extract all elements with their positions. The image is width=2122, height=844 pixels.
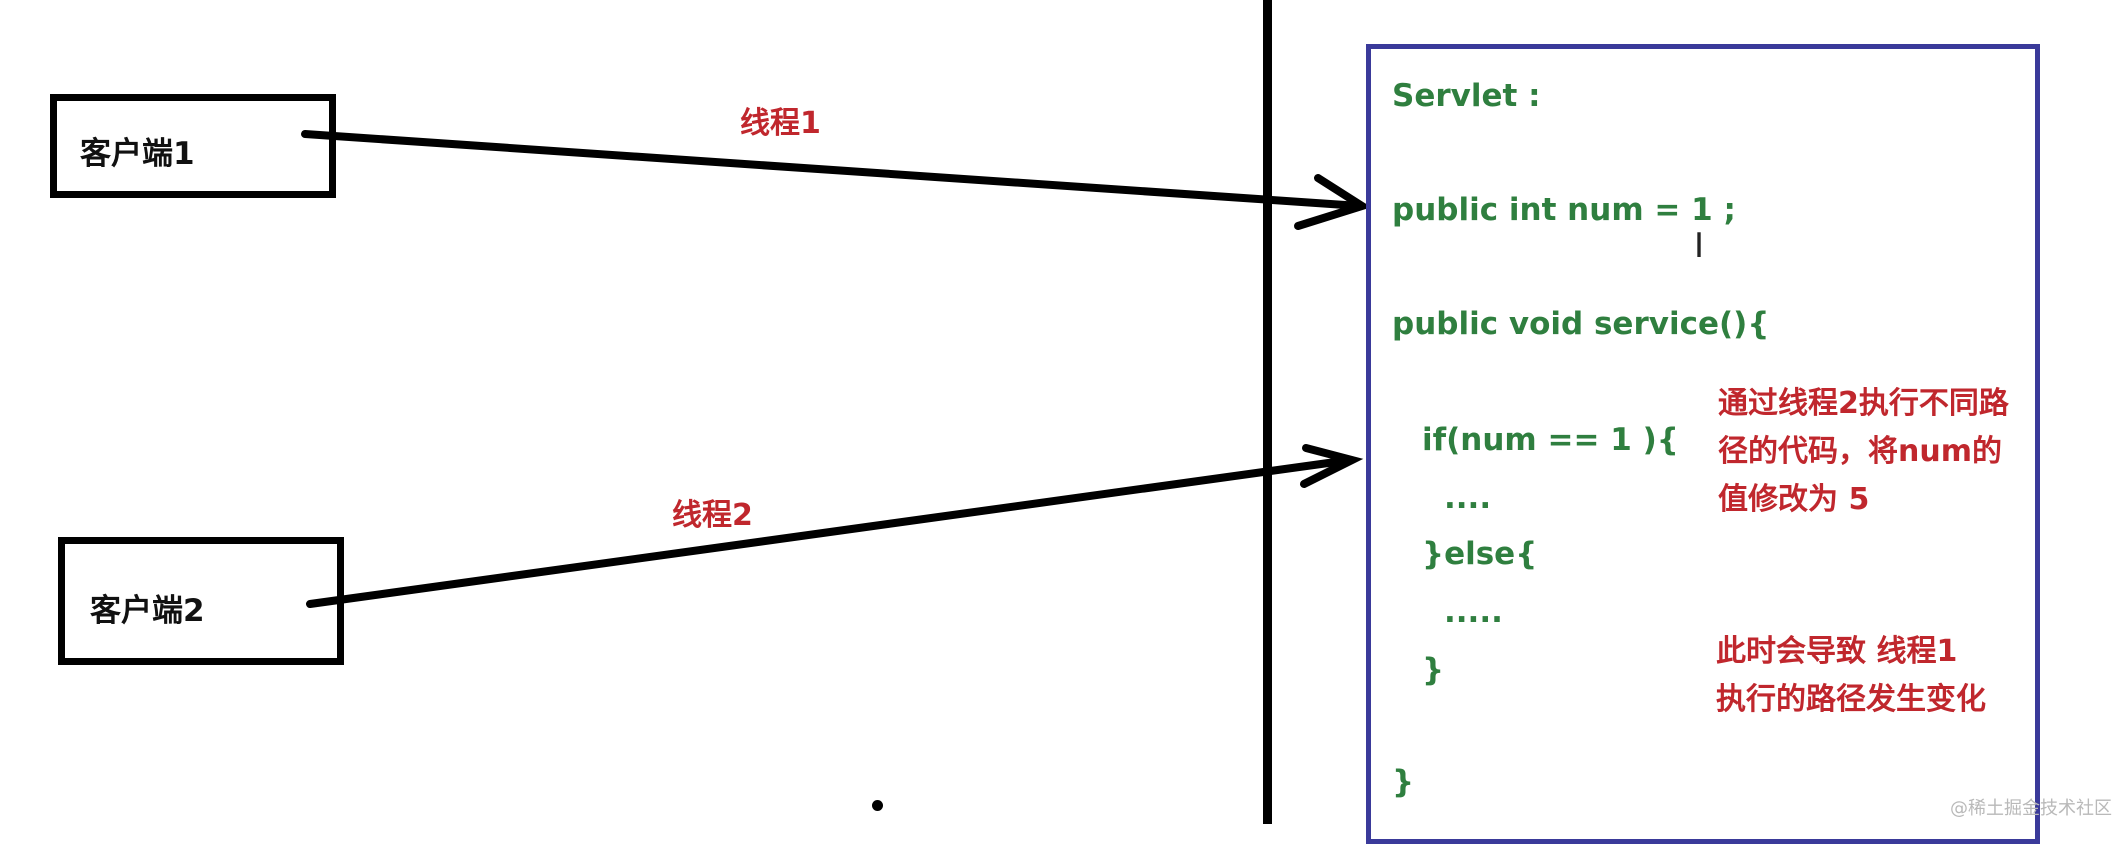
servlet-close-inner: }	[1422, 652, 1445, 688]
note2: 此时会导致 线程1 执行的路径发生变化	[1716, 628, 1986, 724]
client1-label: 客户端1	[80, 136, 195, 172]
text-cursor-icon: I	[1694, 226, 1705, 266]
thread2-arrow-line	[306, 456, 1354, 608]
servlet-close-outer: }	[1392, 764, 1415, 800]
servlet-dots1: ....	[1444, 480, 1492, 516]
client2-box	[58, 537, 344, 665]
servlet-dots2: .....	[1444, 594, 1503, 630]
thread-arrows	[301, 130, 1372, 608]
servlet-title: Servlet :	[1392, 78, 1541, 114]
thread1-arrow-head	[1294, 174, 1372, 230]
note1-line3: 值修改为 5	[1718, 482, 1870, 517]
note1-line1: 通过线程2执行不同路	[1718, 386, 2009, 421]
servlet-box	[1366, 44, 2040, 844]
thread2-label: 线程2	[672, 498, 753, 533]
note1-line2: 径的代码，将num的	[1718, 434, 2002, 469]
thread1-label: 线程1	[740, 106, 821, 141]
servlet-else-line: }else{	[1422, 536, 1538, 572]
thread1-arrow-line	[301, 130, 1364, 210]
client1-box	[50, 94, 336, 198]
note2-line2: 执行的路径发生变化	[1716, 682, 1986, 717]
note1: 通过线程2执行不同路 径的代码，将num的 值修改为 5	[1718, 380, 2009, 524]
note2-line1: 此时会导致 线程1	[1716, 634, 1958, 669]
server-divider-line	[1263, 0, 1272, 824]
servlet-field-line: public int num = 1 ;	[1392, 192, 1736, 228]
client2-label: 客户端2	[90, 593, 205, 629]
servlet-if-line: if(num == 1 ){	[1422, 422, 1679, 458]
watermark: @稀土掘金技术社区	[1950, 798, 2112, 819]
thread2-arrow-head	[1300, 444, 1364, 488]
servlet-method-line: public void service(){	[1392, 306, 1770, 342]
stray-dot	[872, 800, 883, 811]
